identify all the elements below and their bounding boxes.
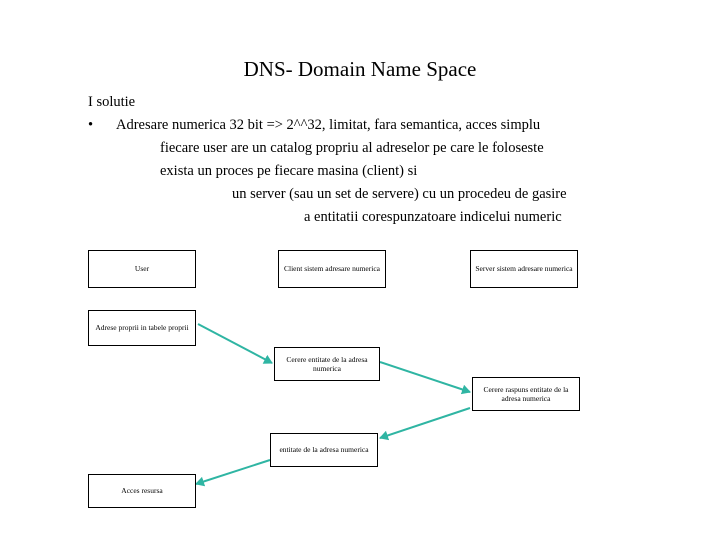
arrow-entity-to-access — [195, 459, 271, 487]
bullet-marker: • — [88, 117, 94, 133]
arrow-own-to-request — [197, 323, 273, 364]
sub-line: a entitatii corespunzatoare indicelui nu… — [304, 209, 562, 225]
intro-heading: I solutie — [88, 94, 136, 110]
server-box: Server sistem adresare numerica — [470, 250, 578, 288]
request-response-box: Cerere raspuns entitate de la adresa num… — [472, 377, 580, 411]
client-box: Client sistem adresare numerica — [278, 250, 386, 288]
sub-line: fiecare user are un catalog propriu al a… — [160, 140, 544, 156]
own-addresses-box: Adrese proprii in tabele proprii — [88, 310, 196, 346]
entity-box: entitate de la adresa numerica — [270, 433, 378, 467]
sub-line: un server (sau un set de servere) cu un … — [232, 186, 567, 202]
bullet-text: Adresare numerica 32 bit => 2^^32, limit… — [116, 117, 541, 133]
arrow-request-to-response — [379, 361, 471, 395]
entity-request-box: Cerere entitate de la adresa numerica — [274, 347, 380, 381]
resource-access-box: Acces resursa — [88, 474, 196, 508]
user-box: User — [88, 250, 196, 288]
arrow-response-to-entity — [379, 407, 471, 441]
sub-line: exista un proces pe fiecare masina (clie… — [160, 163, 418, 179]
slide-title: DNS- Domain Name Space — [243, 57, 477, 81]
